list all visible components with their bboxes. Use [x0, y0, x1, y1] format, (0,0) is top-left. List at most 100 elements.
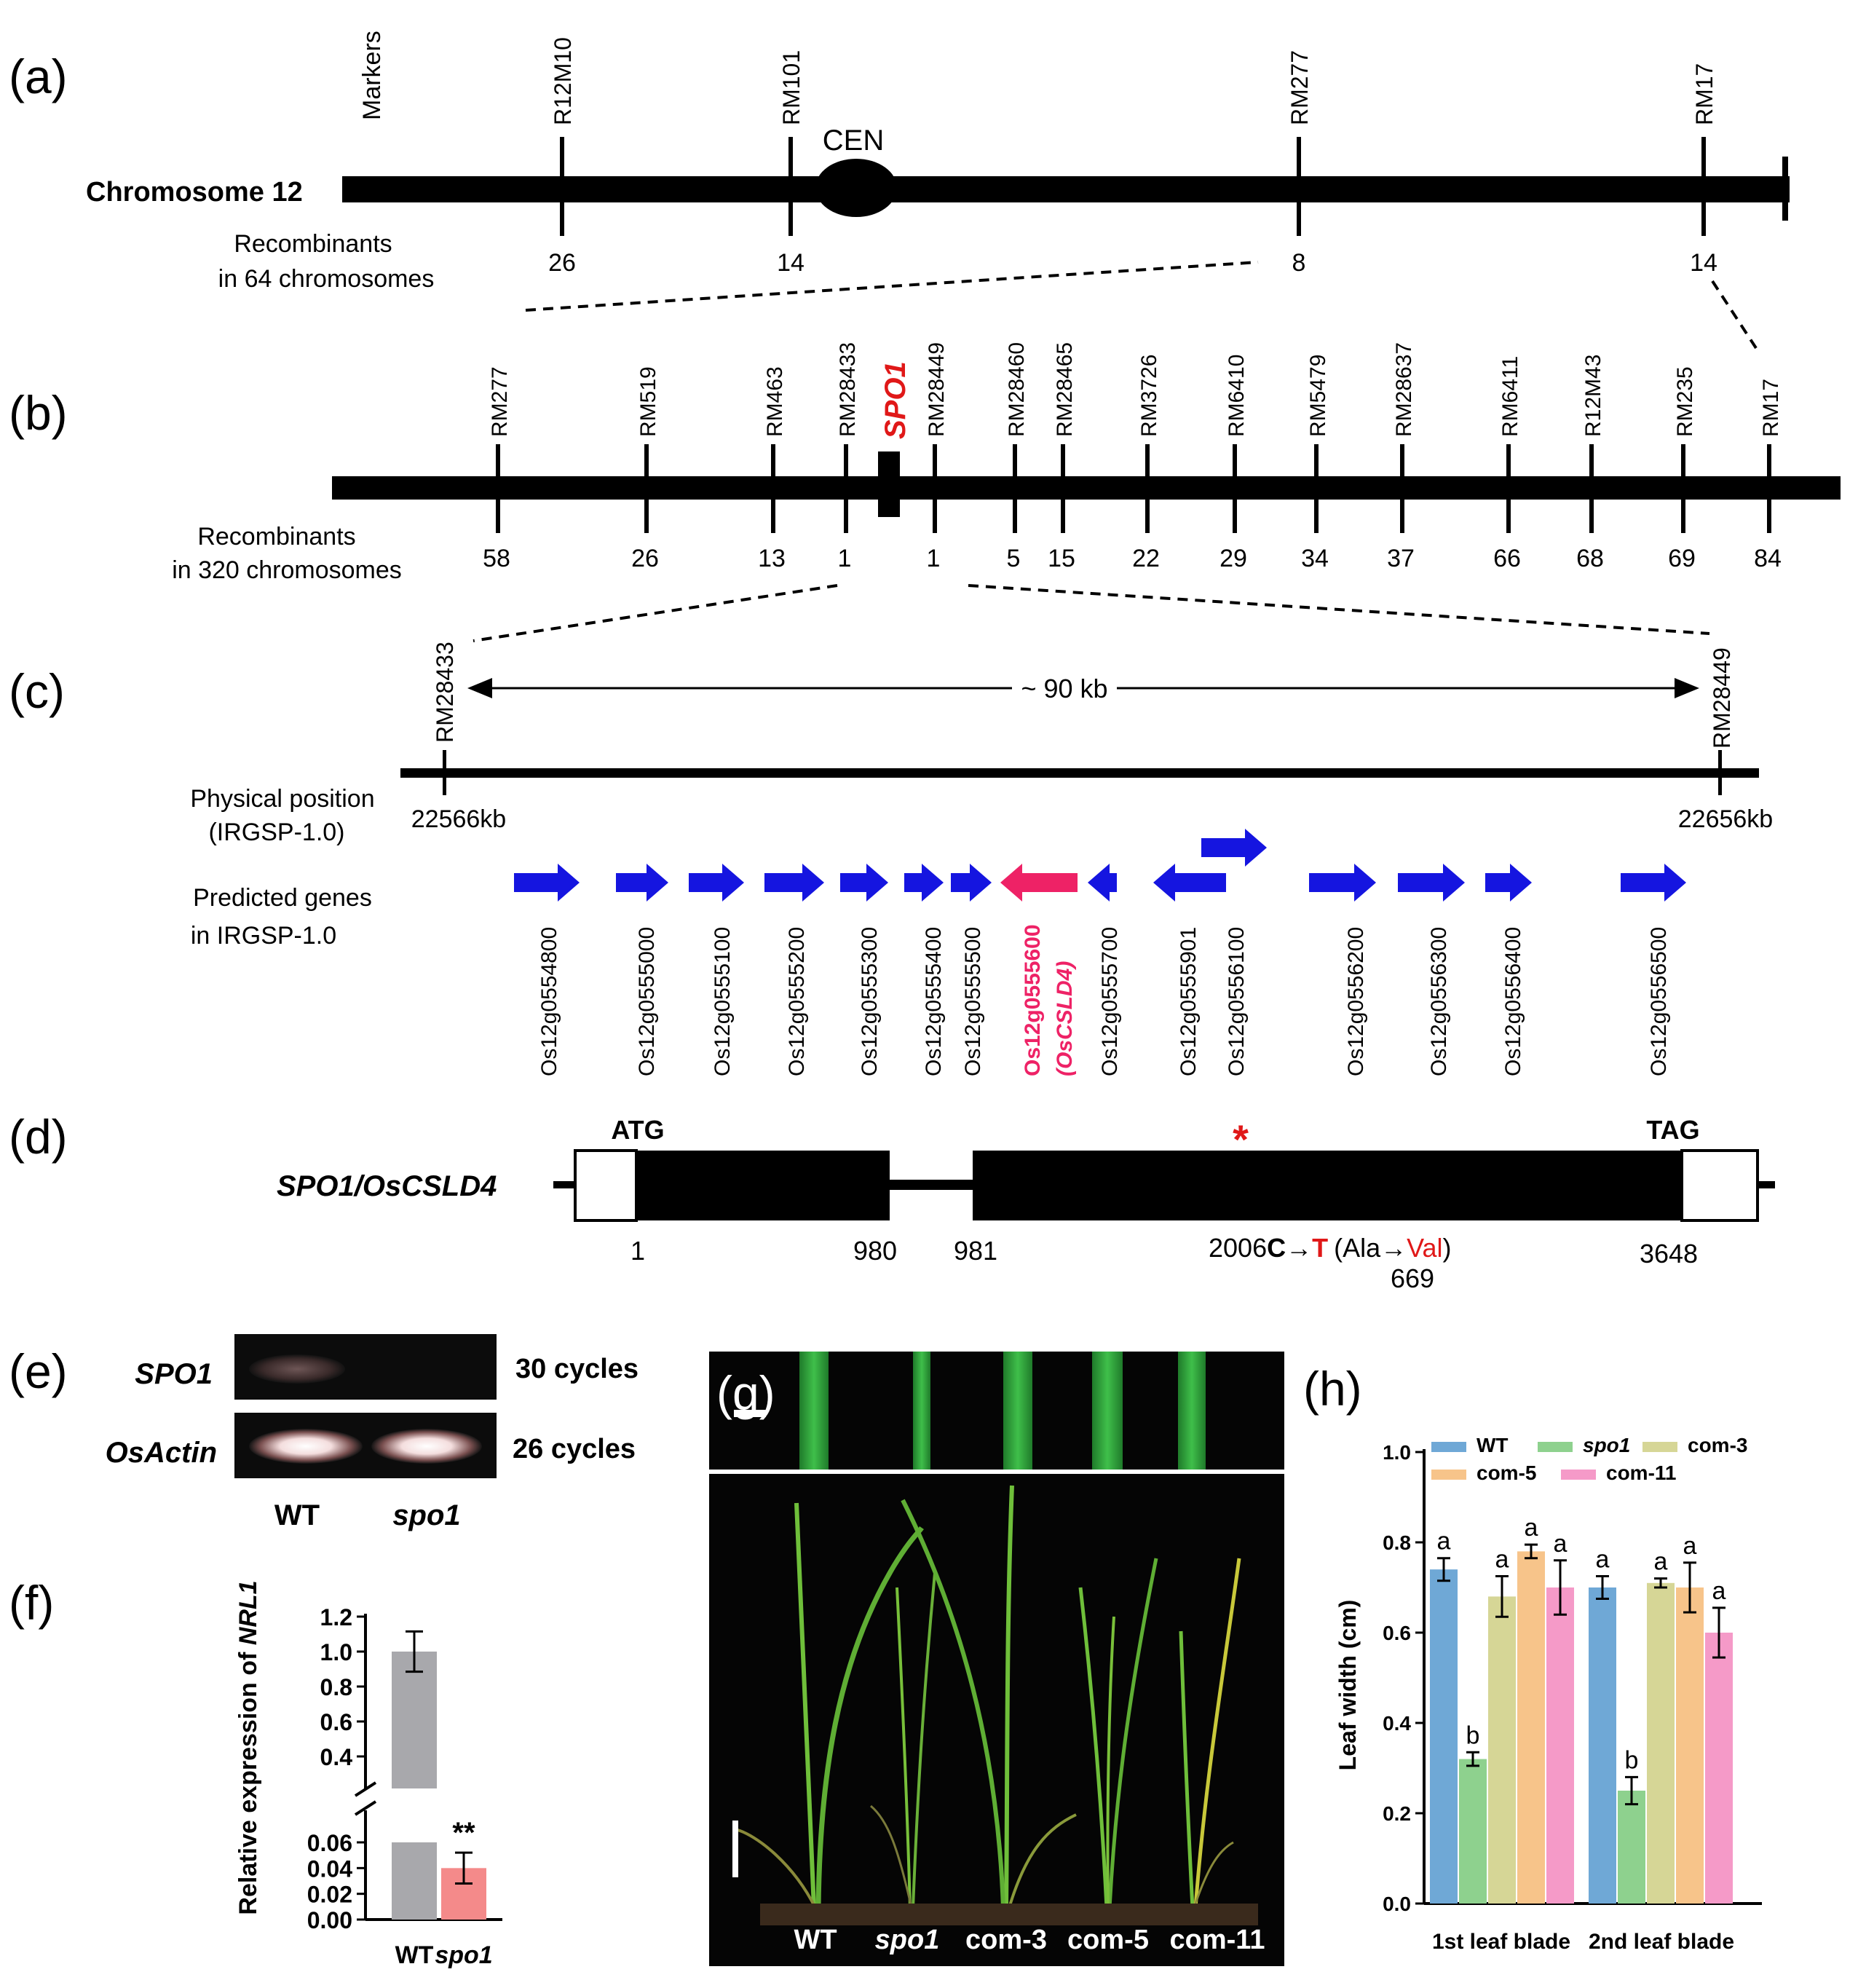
f-ytick-label: 0.06: [307, 1830, 352, 1856]
gene-arrow: [1088, 864, 1117, 902]
seedlings: [735, 1485, 1258, 1925]
f-ytick-label: 0.8: [320, 1674, 352, 1700]
b-recombinant-count: 29: [1219, 545, 1247, 572]
a-recombinant-count: 14: [1690, 249, 1717, 277]
stop-codon-label: TAG: [1646, 1115, 1699, 1145]
mutation-arrow: →: [1286, 1233, 1312, 1263]
candidate-gene-label: Os12g0555600: [1021, 924, 1045, 1076]
panel-f-label: (f): [9, 1576, 54, 1630]
scale-bar-seedling: [732, 1821, 738, 1877]
h-legend-label: WT: [1476, 1434, 1509, 1456]
mutation-asterisk: *: [1233, 1116, 1249, 1162]
a-marker-tick: [788, 137, 793, 236]
physical-bar-left-tick: [443, 750, 446, 795]
gene-arrow: [1153, 864, 1226, 902]
gene-arrow: [840, 864, 888, 902]
f-ytick-label: 1.0: [320, 1639, 352, 1665]
seedling-com3-leaf-3: [1008, 1813, 1077, 1909]
mutation-position: 2006: [1209, 1233, 1267, 1263]
distance-arrow-right-head: [1675, 678, 1699, 698]
b-recombinant-count: 15: [1048, 545, 1075, 572]
candidate-gene-arrow: [1000, 864, 1078, 902]
zoom-line-left-a: [525, 261, 1259, 312]
h-significance-letter: a: [1596, 1546, 1610, 1574]
a-recombinant-count: 26: [548, 249, 576, 277]
gene-arrow: [514, 864, 580, 902]
b-recombinant-count: 13: [758, 545, 786, 572]
f-ytick-label: 1.2: [320, 1604, 352, 1630]
f-ytick-label: 0.04: [307, 1855, 352, 1882]
gene-label: Os12g0556500: [1647, 927, 1671, 1076]
a-marker-tick: [560, 137, 564, 236]
gel-gene-osactin: OsActin: [106, 1437, 217, 1469]
b-marker-tick: [1314, 444, 1319, 533]
b-recombinant-count: 1: [927, 545, 941, 572]
plant-label: com-5: [1067, 1925, 1149, 1955]
h-bar: [1546, 1587, 1574, 1904]
left-marker-label: RM28433: [432, 642, 458, 743]
h-legend-swatch: [1431, 1470, 1466, 1480]
gene-arrow: [1398, 864, 1465, 902]
h-bar: [1430, 1569, 1458, 1904]
b-marker-label: RM17: [1759, 379, 1783, 437]
panel-h: (h) Leaf width (cm) 0.00.20.40.60.81.0aa…: [1303, 1362, 1762, 1954]
a-marker-label: RM277: [1286, 50, 1313, 125]
f-ytick-label: 0.6: [320, 1709, 352, 1735]
seedling-com3-leaf-2: [901, 1499, 1005, 1909]
h-legend-label: com-3: [1688, 1434, 1747, 1456]
seedling-wt-leaf-2: [815, 1526, 924, 1909]
gene-arrow: [1621, 864, 1686, 902]
right-position-label: 22656kb: [1678, 805, 1773, 833]
spo1-locus: [878, 451, 900, 517]
h-significance-letter: a: [1654, 1548, 1668, 1576]
f-category-label: WT: [395, 1941, 434, 1969]
b-marker-label: RM28449: [925, 342, 949, 437]
plant-label: spo1: [875, 1925, 940, 1955]
h-ylabel: Leaf width (cm): [1335, 1600, 1361, 1771]
h-bar: [1647, 1582, 1675, 1904]
h-significance-letter: a: [1712, 1577, 1726, 1605]
b-recombinant-count: 37: [1387, 545, 1415, 572]
f-ytick-label: 0.4: [320, 1744, 353, 1770]
scale-bar-closeup: [734, 1410, 766, 1417]
gene-arrow: [1201, 829, 1267, 867]
chromosome-12-bar: [342, 176, 1790, 202]
distance-arrow-left-head: [467, 678, 492, 698]
f-ytick-label: 0.00: [307, 1907, 352, 1933]
gene-label: Os12g0555500: [961, 927, 985, 1076]
b-marker-tick: [1061, 444, 1065, 533]
band-osactin-wt: [249, 1429, 363, 1464]
h-bar: [1488, 1596, 1516, 1904]
physical-position-label: Physical position: [190, 785, 374, 813]
gene-label: Os12g0556300: [1427, 927, 1451, 1076]
b-recombinant-count: 58: [483, 545, 510, 572]
h-legend-swatch: [1561, 1470, 1596, 1480]
gene-label: Os12g0555000: [635, 927, 659, 1076]
five-prime-utr: [574, 1149, 638, 1222]
seedling-spo1-leaf-3: [870, 1804, 913, 1909]
h-category-label: 1st leaf blade: [1432, 1930, 1570, 1954]
gel-cycles-30: 30 cycles: [515, 1354, 639, 1384]
f-ylabel: Relative expression of NRL1: [234, 1580, 262, 1914]
exon-2: [973, 1151, 1682, 1220]
h-category-label: 2nd leaf blade: [1589, 1930, 1734, 1954]
pos-3648: 3648: [1640, 1239, 1698, 1269]
gene-label: Os12g0555700: [1098, 927, 1122, 1076]
recombinants-320-label: Recombinants: [197, 523, 355, 551]
seedling-com5-leaf-3: [1106, 1616, 1115, 1909]
b-recombinant-count: 69: [1668, 545, 1696, 572]
panel-h-label: (h): [1303, 1362, 1362, 1416]
gene-arrow: [689, 864, 744, 902]
a-marker-label: RM101: [778, 50, 805, 125]
a-marker-label: R12M10: [550, 37, 576, 125]
b-marker-tick: [771, 444, 775, 533]
recombinants-64-label: Recombinants: [234, 230, 392, 258]
gene-label: Os12g0556400: [1501, 927, 1525, 1076]
b-marker-tick: [1506, 444, 1511, 533]
h-ytick-label: 1.0: [1383, 1441, 1411, 1464]
seedling-spo1-leaf-2: [912, 1572, 936, 1909]
gene-label: Os12g0555901: [1177, 927, 1201, 1076]
zoom-line-left-b: [473, 584, 838, 642]
gene-label: Os12g0554800: [537, 927, 561, 1076]
